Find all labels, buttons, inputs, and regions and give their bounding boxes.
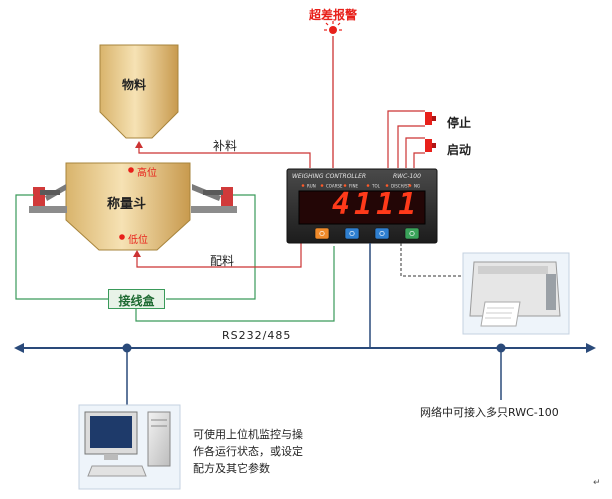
- feed-label: 配料: [210, 254, 235, 268]
- weighing-controller: [286, 168, 438, 244]
- high-level-label: 高位: [137, 168, 157, 179]
- printer-icon: [462, 252, 570, 335]
- stop-label: 停止: [447, 116, 472, 130]
- controller-title: WEIGHING CONTROLLER: [292, 173, 367, 180]
- enter-key-icon[interactable]: [404, 227, 420, 240]
- indicator-led-icon: [320, 184, 324, 187]
- return-mark: ↵: [593, 478, 601, 488]
- function-key-icon[interactable]: [314, 227, 330, 240]
- start-switch-icon: [425, 139, 436, 152]
- hopper-label: 称量斗: [107, 197, 147, 212]
- computer-note-line-2: 作各运行状态，或设定: [193, 445, 303, 458]
- host-computer-icon: [78, 404, 181, 490]
- rs485-bus: [14, 243, 596, 408]
- stop-switch-icon: [425, 112, 436, 125]
- junction-box: 接线盒: [108, 289, 165, 309]
- feed-line: [133, 240, 302, 268]
- load-cell-wiring: [15, 194, 335, 322]
- weighing-hopper: [65, 162, 191, 251]
- indicator-led-icon: [301, 184, 305, 187]
- high-level-sensor-icon: [128, 167, 134, 173]
- silo-label: 物料: [122, 78, 147, 92]
- refill-label: 补料: [213, 139, 238, 153]
- start-label: 启动: [447, 143, 472, 157]
- alarm-lamp-icon: [324, 21, 342, 34]
- material-silo: [99, 44, 179, 139]
- bus-label: RS232/485: [222, 329, 292, 342]
- computer-note-line-1: 可使用上位机监控与操: [193, 428, 303, 441]
- right-load-cell: [191, 184, 237, 213]
- shift-key-icon[interactable]: [344, 227, 360, 240]
- low-level-label: 低位: [128, 235, 148, 246]
- indicator-led-icon: [343, 184, 347, 187]
- junction-box-label: 接线盒: [118, 294, 155, 308]
- up-key-icon[interactable]: [374, 227, 390, 240]
- indicator-label: NG: [414, 184, 420, 189]
- indicator-led-icon: [366, 184, 370, 187]
- indicator-label: COARSE: [326, 184, 343, 189]
- computer-note-line-3: 配方及其它参数: [193, 462, 270, 475]
- stop-start-wiring: [387, 110, 425, 168]
- network-note: 网络中可接入多只RWC-100: [420, 406, 559, 419]
- indicator-led-icon: [385, 184, 389, 187]
- indicator-led-icon: [408, 184, 412, 187]
- indicator-label: DISCH/ST: [391, 184, 410, 189]
- refill-line: [135, 141, 311, 168]
- indicator-label: RUN: [307, 184, 316, 189]
- printer-wiring: [400, 243, 466, 277]
- indicator-label: FINE: [349, 184, 358, 189]
- low-level-sensor-icon: [119, 234, 125, 240]
- controller-model: RWC-100: [393, 173, 421, 180]
- controller-display: 4111: [332, 187, 421, 222]
- indicator-label: TOL: [371, 184, 381, 189]
- alarm-label: 超差报警: [309, 8, 358, 22]
- left-load-cell: [29, 184, 67, 213]
